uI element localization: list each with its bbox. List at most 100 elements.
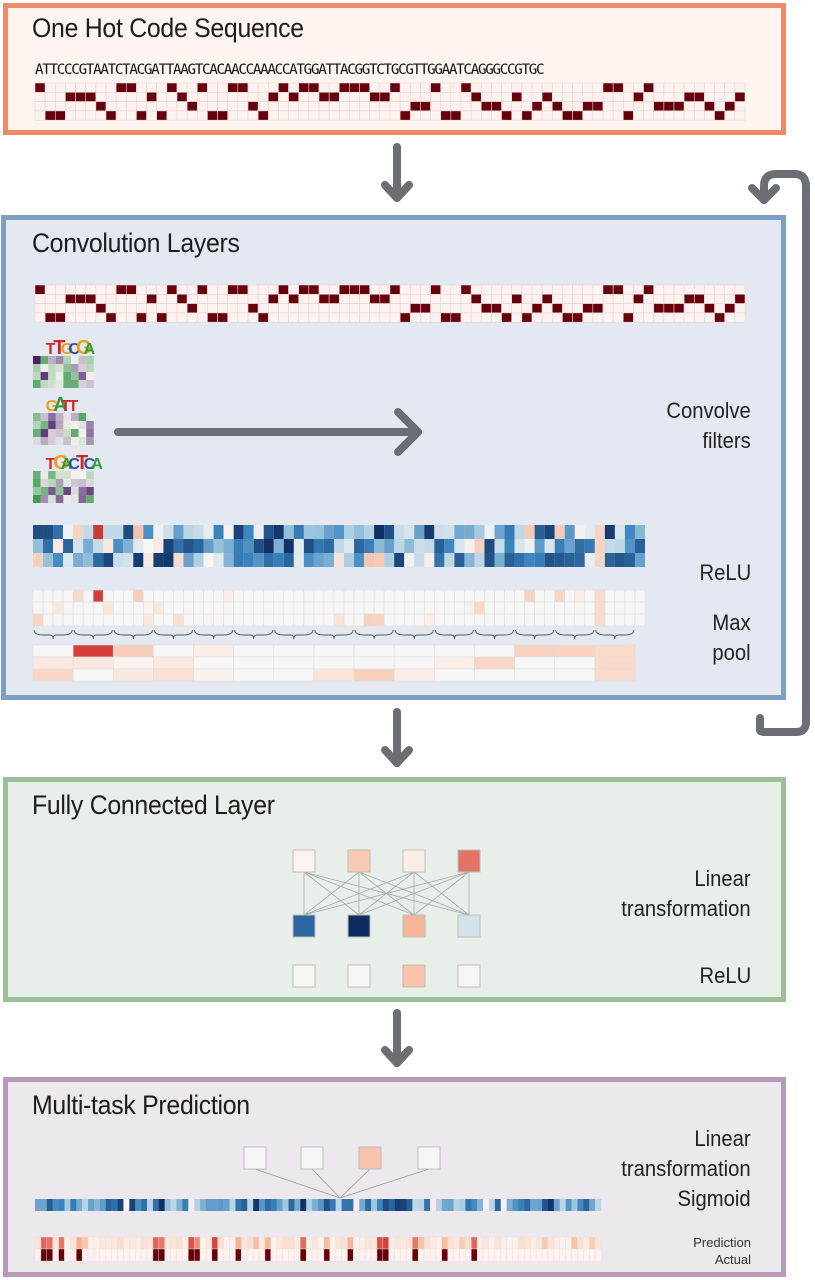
conv-output-cell xyxy=(384,553,395,567)
filter-weight-cell xyxy=(55,429,64,437)
sigmoid-cell xyxy=(329,1199,336,1211)
onehot-grid-conv xyxy=(34,284,746,323)
conv-output-cell xyxy=(424,539,435,553)
sigmoid-cell xyxy=(542,1199,549,1211)
filter-weight-cell xyxy=(71,364,79,372)
conv-output-cell xyxy=(273,525,284,539)
sigmoid-cell xyxy=(488,1199,496,1211)
actual-cell xyxy=(559,1248,566,1262)
fc-edge xyxy=(358,871,470,916)
conv-output-cell xyxy=(273,553,284,567)
conv-output-cell xyxy=(323,553,334,567)
prediction-cell xyxy=(270,1236,277,1250)
prediction-cell xyxy=(453,1236,460,1250)
conv-output-cell xyxy=(303,525,314,539)
prediction-cell xyxy=(182,1236,189,1250)
conv-output-cell xyxy=(243,553,254,567)
filter-weight-cell xyxy=(86,372,94,380)
conv-output-cell xyxy=(93,553,104,567)
prediction-cell xyxy=(465,1236,472,1250)
sigmoid-cell xyxy=(382,1199,389,1211)
conv-output-cell xyxy=(193,539,204,553)
conv-output-cell xyxy=(494,539,505,553)
sigmoid-cell xyxy=(300,1199,307,1211)
actual-cell xyxy=(70,1248,77,1262)
conv-output-cell xyxy=(494,553,505,567)
conv-output-cell xyxy=(213,539,224,553)
conv-output-cell xyxy=(43,539,54,553)
actual-cell-positive xyxy=(58,1248,65,1262)
conv-output-cell xyxy=(123,539,134,553)
actual-cell xyxy=(311,1248,319,1262)
fc-edge xyxy=(303,871,360,916)
fc-relu-node xyxy=(457,964,481,988)
mt-sigmoid-label: Sigmoid xyxy=(677,1186,751,1211)
filter-weight-cell xyxy=(86,437,94,445)
filter-weight-cell xyxy=(71,437,79,445)
filter-weight-cell xyxy=(86,495,94,503)
prediction-cell xyxy=(64,1236,71,1250)
conv-output-cell xyxy=(253,539,264,553)
filter-weight-cell xyxy=(33,429,41,437)
conv-output-cell xyxy=(614,553,625,567)
conv-output-cell xyxy=(544,553,555,567)
conv-output-cell xyxy=(524,525,535,539)
conv-output-cell xyxy=(484,539,495,553)
sigmoid-cell xyxy=(152,1199,160,1211)
conv-output-cell xyxy=(203,553,214,567)
filter-weight-cell xyxy=(63,487,71,495)
conv-output-cell xyxy=(283,539,294,553)
actual-cell xyxy=(494,1248,501,1262)
conv-output-cell xyxy=(333,525,345,539)
sigmoid-cell xyxy=(530,1199,537,1211)
conv-output-cell xyxy=(374,539,385,553)
conv-output-cell xyxy=(454,553,465,567)
filter-weight-cell xyxy=(55,364,64,372)
fc-relu-label: ReLU xyxy=(699,963,751,988)
conv-output-cell xyxy=(384,525,395,539)
conv-output-cell xyxy=(624,553,635,567)
actual-cell xyxy=(512,1248,519,1262)
prediction-cell xyxy=(264,1236,272,1250)
sigmoid-cell xyxy=(559,1199,566,1211)
actual-cell-positive xyxy=(193,1248,201,1262)
prediction-cell xyxy=(258,1236,266,1250)
sigmoid-cell xyxy=(406,1199,413,1211)
relu-output-grid xyxy=(32,589,646,627)
prediction-cell xyxy=(199,1236,207,1250)
sigmoid-cell xyxy=(188,1199,195,1211)
conv-output-cell xyxy=(344,525,355,539)
filter-weight-cell xyxy=(86,429,94,437)
conv-output-cell xyxy=(634,553,645,567)
conv-output-cell xyxy=(143,553,154,567)
logo-letter: C xyxy=(68,456,80,473)
filter-weight-cell xyxy=(48,413,56,421)
actual-cell xyxy=(435,1248,443,1262)
sigmoid-cell xyxy=(158,1199,165,1211)
conv-output-cell xyxy=(414,525,425,539)
conv-output-cell xyxy=(133,553,144,567)
filter-weight-cell xyxy=(78,413,87,421)
actual-cell xyxy=(488,1248,496,1262)
sigmoid-cell xyxy=(223,1199,230,1211)
fc-title: Fully Connected Layer xyxy=(32,790,275,820)
conv-output-cell xyxy=(53,553,64,567)
brace-icon xyxy=(153,629,193,640)
sigmoid-cell xyxy=(117,1199,124,1211)
actual-cell xyxy=(258,1248,266,1262)
sigmoid-cell xyxy=(141,1199,148,1211)
filter-weight-cell xyxy=(63,372,71,380)
fc-edge xyxy=(303,871,470,916)
conv-output-cell xyxy=(404,553,415,567)
logo-letter: T xyxy=(61,398,71,415)
actual-cell-positive xyxy=(264,1248,272,1262)
conv-output-cell xyxy=(223,525,234,539)
conv-output-cell xyxy=(404,539,415,553)
fc-input-node xyxy=(347,849,371,873)
brace-icon xyxy=(33,629,73,640)
prediction-cell xyxy=(52,1236,59,1250)
prediction-cell xyxy=(193,1236,201,1250)
filter-weight-cell xyxy=(55,380,64,388)
filter-weight-cell xyxy=(78,429,87,437)
